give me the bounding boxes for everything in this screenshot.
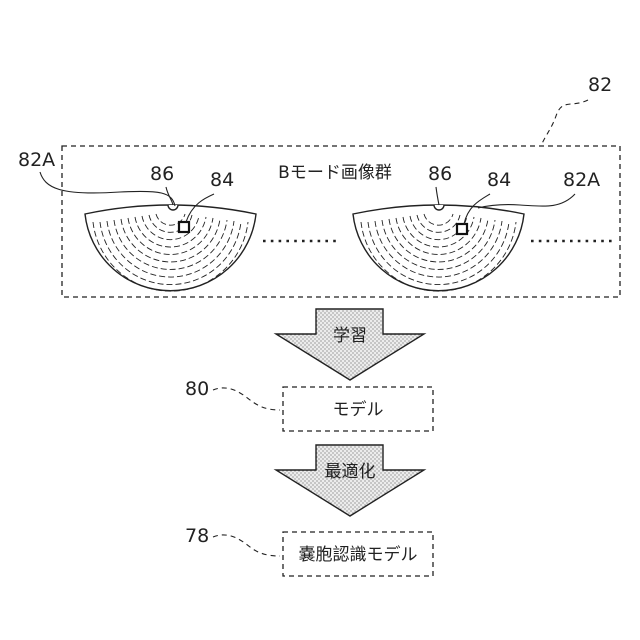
group-title: Bモード画像群 <box>278 163 392 183</box>
cyst-model-ref-label: 78 <box>185 525 209 547</box>
cyst-model-ref-leader <box>213 535 280 556</box>
marker-84-right <box>457 224 467 234</box>
region-ref-right: 86 <box>428 163 452 185</box>
ultrasound-image-left <box>85 205 256 291</box>
optimization-arrow-label: 最適化 <box>325 462 376 482</box>
group-ref-label: 82 <box>588 74 612 96</box>
region-86-left <box>168 205 178 210</box>
cyst-recognition-model-text: 嚢胞認識モデル <box>299 544 418 565</box>
region-ref-right-leader <box>436 187 439 205</box>
image-label-right-leader <box>478 194 575 208</box>
ultrasound-image-right <box>353 205 524 291</box>
model-ref-leader <box>213 388 280 410</box>
region-ref-left: 86 <box>150 163 174 185</box>
marker-ref-right: 84 <box>487 169 511 191</box>
model-ref-label: 80 <box>185 378 209 400</box>
marker-ref-left: 84 <box>210 169 234 191</box>
group-ref-leader <box>541 100 588 146</box>
learning-arrow-label: 学習 <box>333 326 367 346</box>
marker-84-left <box>179 222 189 232</box>
region-ref-left-leader <box>166 187 173 205</box>
model-box-text: モデル <box>333 399 384 420</box>
image-label-left: 82A <box>18 149 55 171</box>
region-86-right <box>434 205 444 210</box>
image-label-right: 82A <box>563 169 600 191</box>
